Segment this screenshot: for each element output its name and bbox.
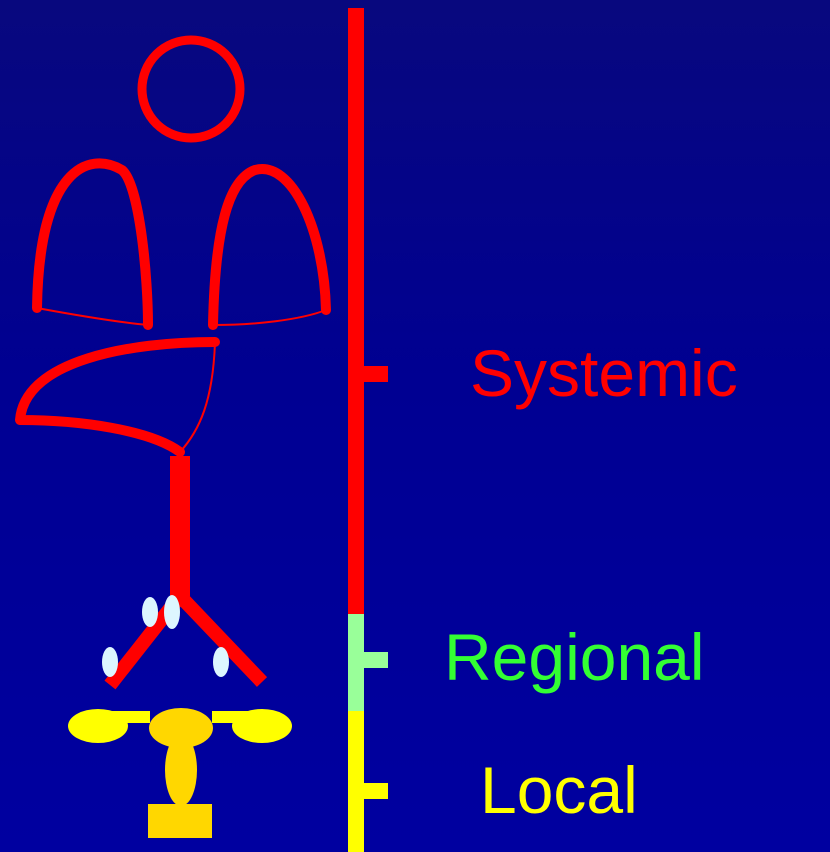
- aorta-bifurcation: [102, 456, 262, 685]
- systemic-body-figure: [20, 40, 326, 452]
- local-organ: [68, 708, 292, 838]
- right-lung: [213, 169, 326, 325]
- regional-tick: [364, 652, 388, 668]
- liver-connector: [180, 342, 215, 452]
- lymph-node-4: [213, 647, 229, 677]
- scale-bar: [348, 8, 388, 852]
- local-tick: [364, 783, 388, 799]
- left-tube: [100, 711, 150, 723]
- systemic-label: Systemic: [470, 340, 738, 406]
- head-circle: [142, 40, 240, 138]
- systemic-bar: [348, 8, 364, 614]
- regional-label: Regional: [444, 624, 705, 690]
- local-label: Local: [480, 757, 638, 823]
- left-lung: [37, 163, 148, 325]
- right-lung-base: [213, 310, 326, 325]
- liver-shape: [20, 342, 215, 452]
- lymph-node-1: [142, 597, 158, 627]
- lymph-node-2: [164, 595, 180, 629]
- aorta-trunk: [170, 456, 190, 596]
- left-lung-base: [37, 308, 148, 325]
- regional-bar: [348, 614, 364, 711]
- systemic-tick: [364, 366, 388, 382]
- right-tube: [212, 711, 262, 723]
- uterus-neck: [165, 734, 197, 806]
- cervix-block: [148, 804, 212, 838]
- lymph-node-3: [102, 647, 118, 677]
- local-bar: [348, 711, 364, 852]
